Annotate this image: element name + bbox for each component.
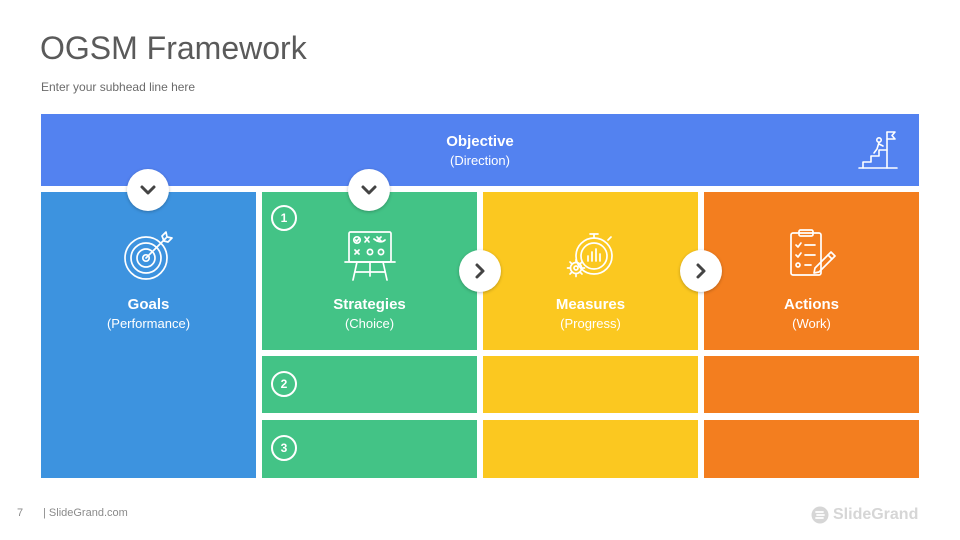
logo-text: SlideGrand	[833, 506, 919, 523]
slidegrand-logo-icon	[811, 506, 829, 524]
action-row	[704, 420, 919, 478]
goals-card: Goals (Performance)	[41, 192, 256, 478]
measures-title: Measures	[555, 296, 626, 313]
measure-row	[483, 356, 698, 413]
goals-connector	[127, 169, 169, 211]
goals-subtitle: (Performance)	[106, 316, 191, 331]
objective-title: Objective	[446, 133, 514, 150]
mountain-flag-icon	[858, 131, 898, 169]
measures-subtitle: (Progress)	[560, 316, 621, 331]
brand-logo: SlideGrand	[811, 505, 918, 525]
strategy-number-badge: 2	[271, 371, 297, 397]
actions-card: Actions (Work)	[704, 192, 919, 350]
strategies-subtitle: (Choice)	[344, 316, 395, 331]
strategy-row: 3	[262, 420, 477, 478]
measures-to-actions-connector	[680, 250, 722, 292]
chevron-right-icon	[475, 263, 485, 279]
strategy-number-badge: 3	[271, 435, 297, 461]
strategies-connector	[348, 169, 390, 211]
chevron-down-icon	[140, 185, 156, 195]
strategy-row: 2	[262, 356, 477, 413]
actions-title: Actions	[783, 296, 839, 313]
measure-row	[483, 420, 698, 478]
chevron-down-icon	[361, 185, 377, 195]
slide-title: OGSM Framework	[40, 30, 307, 66]
strategy-board-icon	[343, 231, 396, 281]
actions-subtitle: (Work)	[792, 316, 831, 331]
strategies-card: 1 Strategies (Choice)	[262, 192, 477, 350]
footer-brand: | SlideGrand.com	[43, 507, 128, 519]
action-row	[704, 356, 919, 413]
strategies-title: Strategies	[333, 296, 406, 313]
checklist-pencil-icon	[789, 229, 836, 276]
chevron-right-icon	[696, 263, 706, 279]
strategies-to-measures-connector	[459, 250, 501, 292]
target-arrow-icon	[123, 231, 173, 280]
goals-title: Goals	[127, 296, 170, 313]
page-number: 7	[17, 507, 24, 519]
strategy-number-badge: 1	[271, 205, 297, 231]
slide-subhead: Enter your subhead line here	[41, 80, 196, 94]
stopwatch-gear-icon	[566, 233, 613, 278]
objective-subtitle: (Direction)	[450, 153, 510, 168]
objective-band: Objective (Direction)	[41, 114, 919, 186]
measures-card: Measures (Progress)	[483, 192, 698, 350]
